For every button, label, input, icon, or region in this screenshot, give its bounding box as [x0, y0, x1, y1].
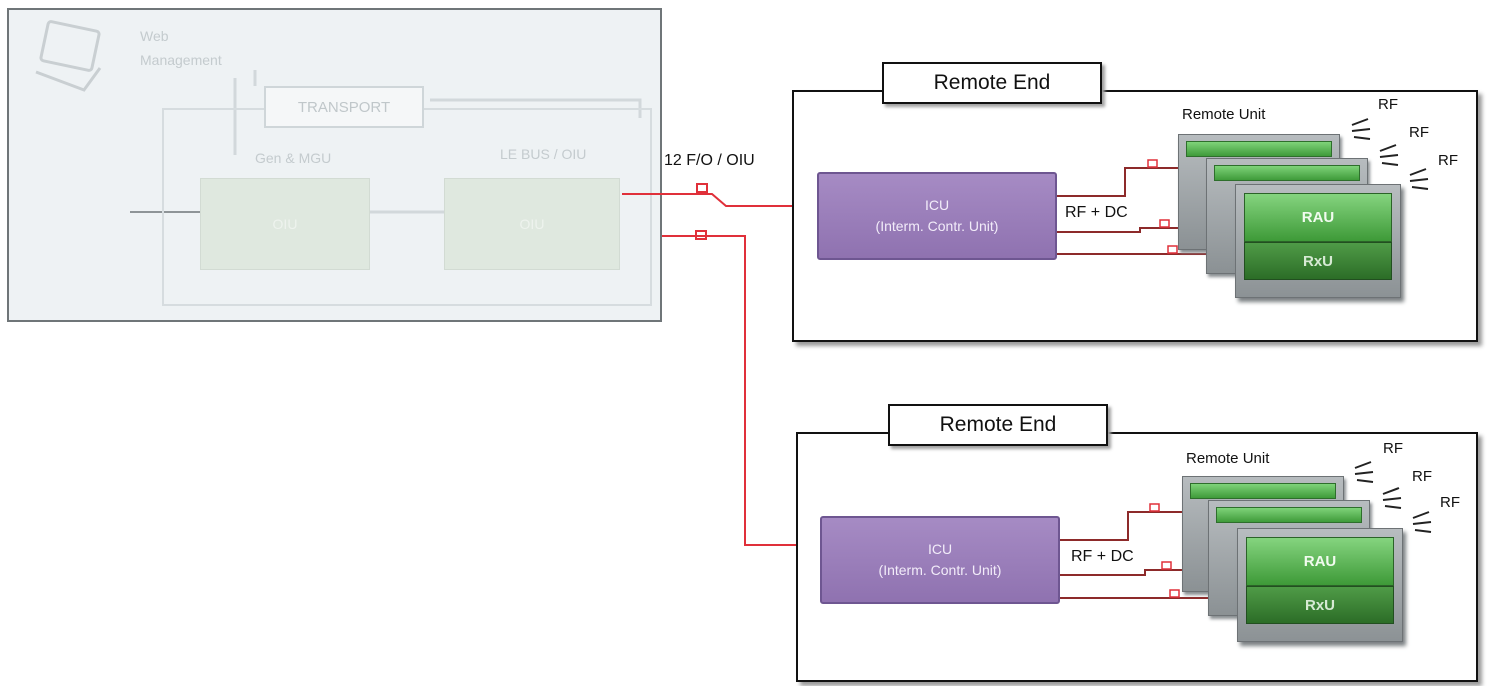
icu-box-2: ICU (Interm. Contr. Unit) [820, 516, 1060, 604]
rf-dc-label-2: RF + DC [1071, 548, 1134, 565]
rau-module-1: RAU [1244, 193, 1392, 242]
remote-unit-label-1: Remote Unit [1182, 106, 1266, 123]
remote-end-title-1: Remote End [882, 62, 1102, 104]
remote-unit-card-front-1: RAU RxU [1235, 184, 1401, 298]
icu-subtitle-1: (Interm. Contr. Unit) [875, 218, 999, 234]
block-left-caption: Gen & MGU [255, 150, 332, 166]
rf-label-2c: RF [1440, 494, 1460, 511]
remote-unit-label-2: Remote Unit [1186, 450, 1270, 467]
rf-label-2b: RF [1412, 468, 1432, 485]
rf-label-1a: RF [1378, 96, 1398, 113]
rau-module-2: RAU [1246, 537, 1394, 586]
remote-end-title-2: Remote End [888, 404, 1108, 446]
icu-box-1: ICU (Interm. Contr. Unit) [817, 172, 1057, 260]
transport-tag: TRANSPORT [264, 86, 424, 128]
rf-label-1b: RF [1409, 124, 1429, 141]
icu-title-2: ICU [927, 541, 953, 557]
rxu-module-1: RxU [1244, 242, 1392, 280]
laptop-icon [35, 20, 102, 92]
web-management-label: Web Management [140, 28, 222, 68]
antenna-waves-icon-1 [1351, 118, 1429, 190]
rxu-module-2: RxU [1246, 586, 1394, 624]
rf-label-1c: RF [1438, 152, 1458, 169]
head-end-connectors [130, 70, 642, 214]
head-end-box-right: OIU [444, 178, 620, 270]
icu-title-1: ICU [924, 197, 950, 213]
fiber-connector-icons [666, 183, 708, 240]
antenna-waves-icon-2 [1354, 461, 1432, 533]
head-end-box-left: OIU [200, 178, 370, 270]
rf-label-2a: RF [1383, 440, 1403, 457]
link-label: 12 F/O / OIU [664, 152, 755, 169]
icu-subtitle-2: (Interm. Contr. Unit) [878, 562, 1002, 578]
block-right-caption: LE BUS / OIU [500, 146, 587, 162]
remote-unit-card-front-2: RAU RxU [1237, 528, 1403, 642]
rf-dc-label-1: RF + DC [1065, 204, 1128, 221]
